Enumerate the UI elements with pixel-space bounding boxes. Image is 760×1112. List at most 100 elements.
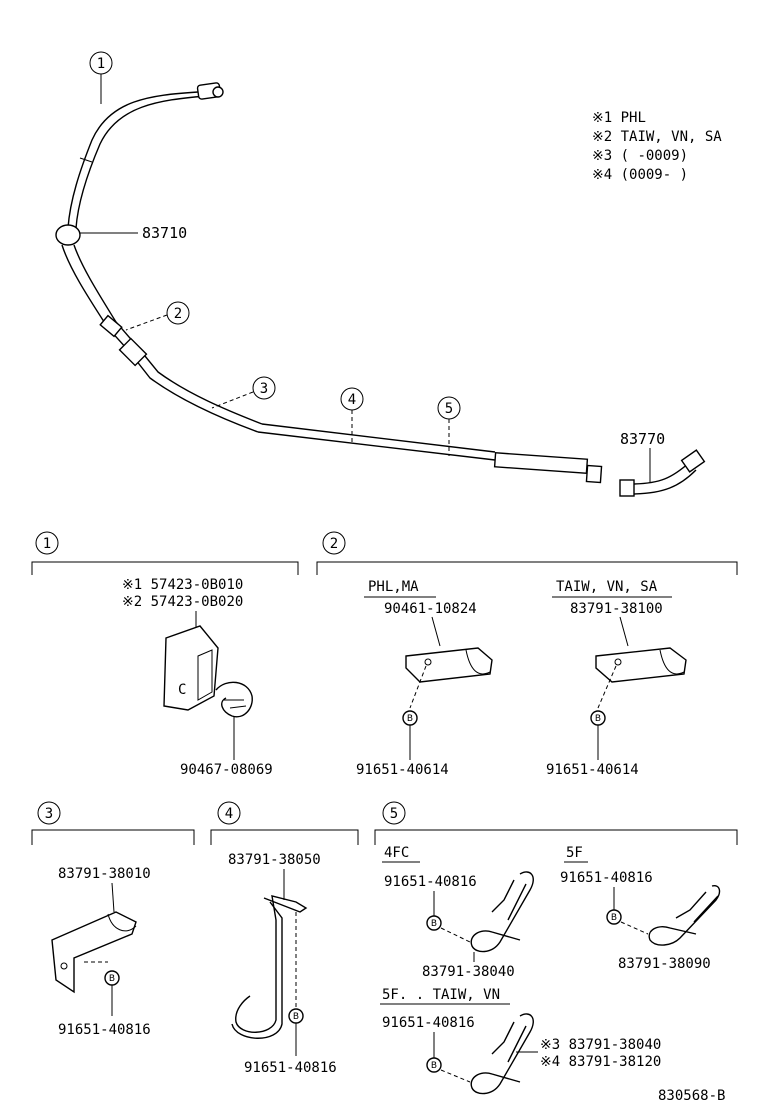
cable-lower <box>257 431 496 461</box>
section-3-part: 83791-38010 <box>58 866 151 882</box>
cable-top-nut <box>212 86 224 98</box>
legend-line-4: ※4 (0009- ) <box>592 167 688 183</box>
section-5-h1-bolt: 91651-40816 <box>384 874 477 890</box>
legend-line-1: ※1 PHL <box>592 110 646 126</box>
section-3: 3 83791-38010 B 91651-40816 <box>31 801 195 1038</box>
section-2-left-leader <box>431 616 441 647</box>
section-5-badge-circle <box>382 801 406 825</box>
section-4-part: 83791-38050 <box>228 852 321 868</box>
leader-2 <box>125 314 168 331</box>
callout-1: 1 <box>97 56 105 72</box>
section-2-bracket <box>316 561 738 575</box>
section-5-h1-bolt-icon <box>426 915 442 931</box>
section-5-bracket <box>374 829 738 845</box>
section-5-h3-clip-detail <box>491 1021 527 1063</box>
cable-sleeve <box>493 452 589 474</box>
section-4-bolt: 91651-40816 <box>244 1060 337 1076</box>
section-3-hole <box>60 962 68 970</box>
section-2-right-bracket-curl <box>659 649 685 675</box>
section-5-h1: 4FC <box>384 845 409 861</box>
section-3-badge: 3 <box>45 806 53 822</box>
section-3-bracket-curl <box>107 913 137 932</box>
section-2-left-bolt-marker: B <box>407 714 413 724</box>
section-2-left-dash <box>409 665 427 709</box>
callout-circle-3 <box>252 376 276 400</box>
section-2-right-dash <box>597 665 617 709</box>
section-5-h2-clip <box>648 885 721 946</box>
callout-circle-2 <box>166 301 190 325</box>
section-5-h1-bolt-marker: B <box>431 919 437 929</box>
section-2-left-hole <box>424 658 432 666</box>
section-4-badge: 4 <box>225 806 233 822</box>
section-5-h3-clip <box>470 1013 534 1095</box>
callout-2: 2 <box>174 306 182 322</box>
callout-5: 5 <box>445 401 453 417</box>
section-1-clip-detail <box>224 699 247 709</box>
section-5-h1-dash <box>440 927 471 943</box>
section-3-badge-circle <box>37 801 61 825</box>
section-5-h3-bolt: 91651-40816 <box>382 1015 475 1031</box>
section-5-h2-bolt-marker: B <box>611 913 617 923</box>
section-3-bolt-marker: B <box>109 974 115 984</box>
section-2-left-bolt: 91651-40614 <box>356 762 449 778</box>
section-1-plate-slot <box>197 649 213 701</box>
section-4: 4 83791-38050 B 91651-40816 <box>210 801 359 1076</box>
section-2-left-bracket-curl <box>465 649 491 675</box>
section-5-h3: 5F. . TAIW, VN <box>382 987 500 1003</box>
cable-joint-1 <box>99 314 123 338</box>
cable-middle <box>61 244 259 433</box>
grommet-83710 <box>55 224 81 246</box>
section-5-h3-part2: ※4 83791-38120 <box>540 1054 661 1070</box>
cable-upper-edge <box>75 95 207 229</box>
cable-band <box>79 157 93 163</box>
cable-83770-edge <box>629 469 697 495</box>
leader-3 <box>211 391 254 409</box>
drawing-id: 830568-B <box>658 1088 725 1104</box>
section-5-h2-bolt: 91651-40816 <box>560 870 653 886</box>
section-5-h3-bolt-marker: B <box>431 1061 437 1071</box>
section-4-badge-circle <box>217 801 241 825</box>
section-5-h2-bolt-icon <box>606 909 622 925</box>
callout-3: 3 <box>260 381 268 397</box>
section-5-h3-bolt-icon <box>426 1057 442 1073</box>
legend: ※1 PHL ※2 TAIW, VN, SA ※3 ( -0009) ※4 (0… <box>592 110 722 183</box>
section-1-badge: 1 <box>43 536 51 552</box>
section-3-bolt: 91651-40816 <box>58 1022 151 1038</box>
cable-83770-end <box>619 479 635 497</box>
section-5-h1-clip-detail <box>491 879 527 921</box>
section-5: 5 4FC 91651-40816 B 83791-38040 5F 91651… <box>374 801 738 1095</box>
cable-83770-fitting <box>680 449 706 473</box>
section-5-h2-clip-detail <box>675 891 719 923</box>
section-2-left-heading: PHL,MA <box>368 579 419 595</box>
section-2-right-bracket <box>595 647 687 683</box>
part-83770-label: 83770 <box>620 430 665 448</box>
section-5-h3-dash <box>440 1069 471 1083</box>
section-1-badge-circle <box>35 531 59 555</box>
section-5-h3-part1: ※3 83791-38040 <box>540 1037 661 1053</box>
section-2-right-leader <box>619 616 629 647</box>
section-1-label-2: ※2 57423-0B020 <box>122 594 243 610</box>
section-2-right-bolt: 91651-40614 <box>546 762 639 778</box>
section-4-clip-edge <box>231 901 283 1039</box>
section-2-badge: 2 <box>330 536 338 552</box>
section-2-left-bracket <box>405 647 493 683</box>
section-4-bolt-marker: B <box>293 1012 299 1022</box>
callout-4: 4 <box>348 392 356 408</box>
section-3-bracket <box>31 829 195 845</box>
section-2: 2 PHL,MA 90461-10824 B 91651-40614 TAIW,… <box>316 531 738 778</box>
section-4-clip <box>235 895 308 1033</box>
section-4-bracket <box>210 829 359 845</box>
section-2-left-part: 90461-10824 <box>384 601 477 617</box>
section-1-plate-mark: C <box>178 682 186 698</box>
section-1-bottom-label: 90467-08069 <box>180 762 273 778</box>
legend-line-3: ※3 ( -0009) <box>592 148 688 164</box>
section-5-badge: 5 <box>390 806 398 822</box>
part-83710-label: 83710 <box>142 224 187 242</box>
section-2-right-hole <box>614 658 622 666</box>
section-3-bracket-part <box>51 911 137 994</box>
cable-lower-fitting <box>585 464 603 484</box>
section-2-right-heading: TAIW, VN, SA <box>556 579 658 595</box>
cable-middle-edge <box>73 244 263 425</box>
speedometer-cable-overview: 1 2 3 4 5 83710 83770 <box>55 51 706 497</box>
